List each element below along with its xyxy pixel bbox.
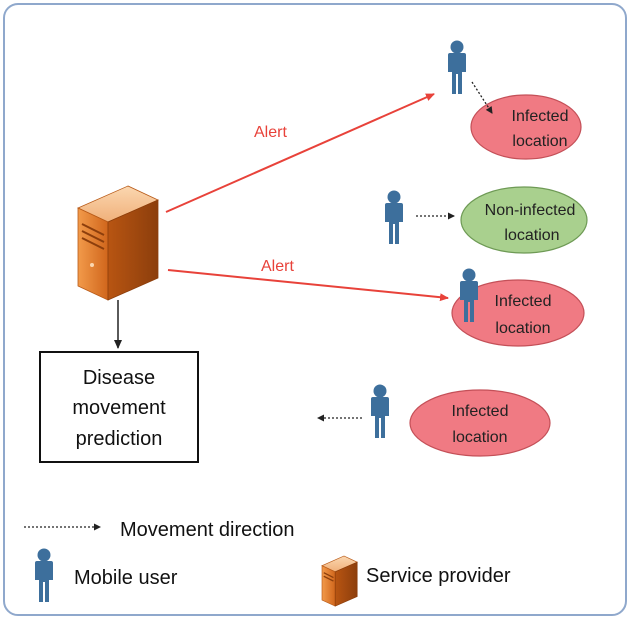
svg-text:location: location: [504, 227, 559, 244]
legend-service-provider-label: Service provider: [366, 565, 511, 587]
svg-text:movement: movement: [72, 397, 166, 419]
svg-text:Non-infected: Non-infected: [485, 202, 576, 219]
infected-location-2: Infected location: [451, 279, 585, 347]
svg-text:prediction: prediction: [76, 428, 163, 450]
svg-text:Infected: Infected: [495, 293, 552, 310]
svg-text:location: location: [452, 429, 507, 446]
legend-server-icon: [321, 555, 358, 607]
svg-text:Infected: Infected: [452, 403, 509, 420]
svg-text:location: location: [495, 320, 550, 337]
infected-location-1: Infected location: [470, 94, 582, 160]
non-infected-location: Non-infected location: [460, 186, 588, 254]
svg-text:Infected: Infected: [512, 108, 569, 125]
alert-label-middle: Alert: [261, 258, 294, 275]
server-icon: [77, 185, 159, 301]
disease-prediction-box: Disease movement prediction: [39, 351, 199, 463]
svg-text:location: location: [512, 133, 567, 150]
legend-movement-label: Movement direction: [120, 519, 295, 541]
svg-text:Disease: Disease: [83, 367, 155, 389]
alert-label-top: Alert: [254, 124, 287, 141]
legend: Movement direction Mobile user Service p…: [24, 519, 511, 607]
alert-arrow-middle: [167, 269, 449, 302]
infected-location-3: Infected location: [409, 389, 551, 457]
alert-arrow-top: [165, 93, 435, 213]
legend-mobile-user-label: Mobile user: [74, 567, 178, 589]
